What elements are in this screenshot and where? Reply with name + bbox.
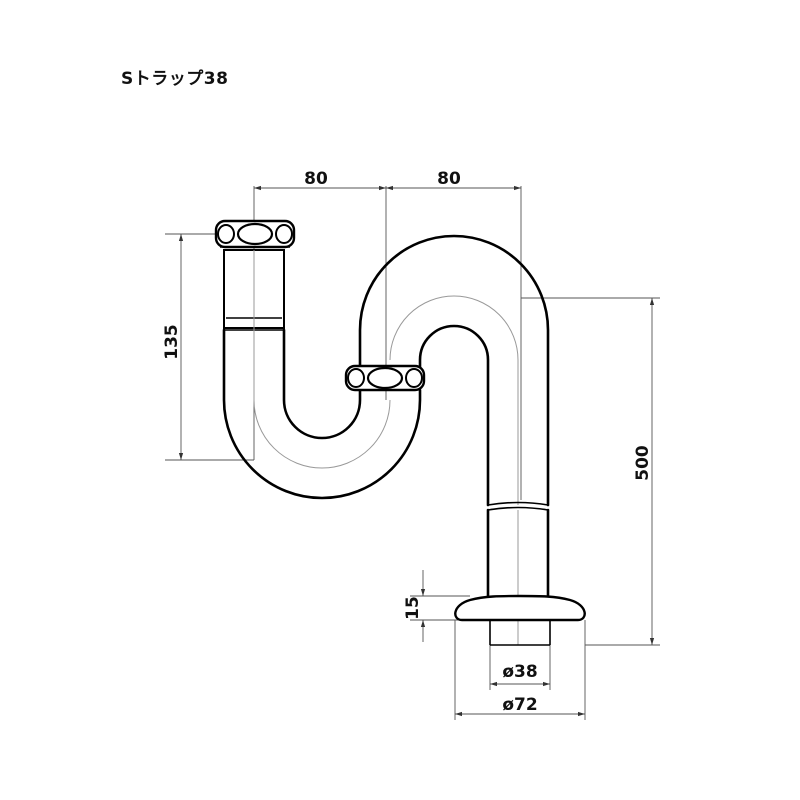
u-bend-outer [222,328,422,500]
dimension-labels: 80 80 135 500 15 ø38 ø72 [162,169,653,715]
floor-flange [454,594,586,622]
drawing-title: Sトラップ38 [121,69,229,89]
s-trap-pipe [222,234,586,646]
dim-label-right-height: 500 [633,445,653,481]
dim-label-top-right: 80 [437,169,461,189]
dim-label-top-left: 80 [304,169,328,189]
inverted-bend-inner [418,324,490,507]
middle-hex-nut [344,364,426,392]
dim-label-flange-diameter: ø72 [502,695,537,715]
pipe-joint-top [487,501,549,506]
dim-label-pipe-diameter: ø38 [502,662,537,682]
top-hex-nut [214,219,296,249]
inverted-bend-outer [358,234,550,507]
dim-label-flange-height: 15 [403,596,423,620]
u-bend-inner [282,328,362,440]
pipe-joint-bottom [487,506,549,511]
dim-label-left-height: 135 [162,324,182,360]
